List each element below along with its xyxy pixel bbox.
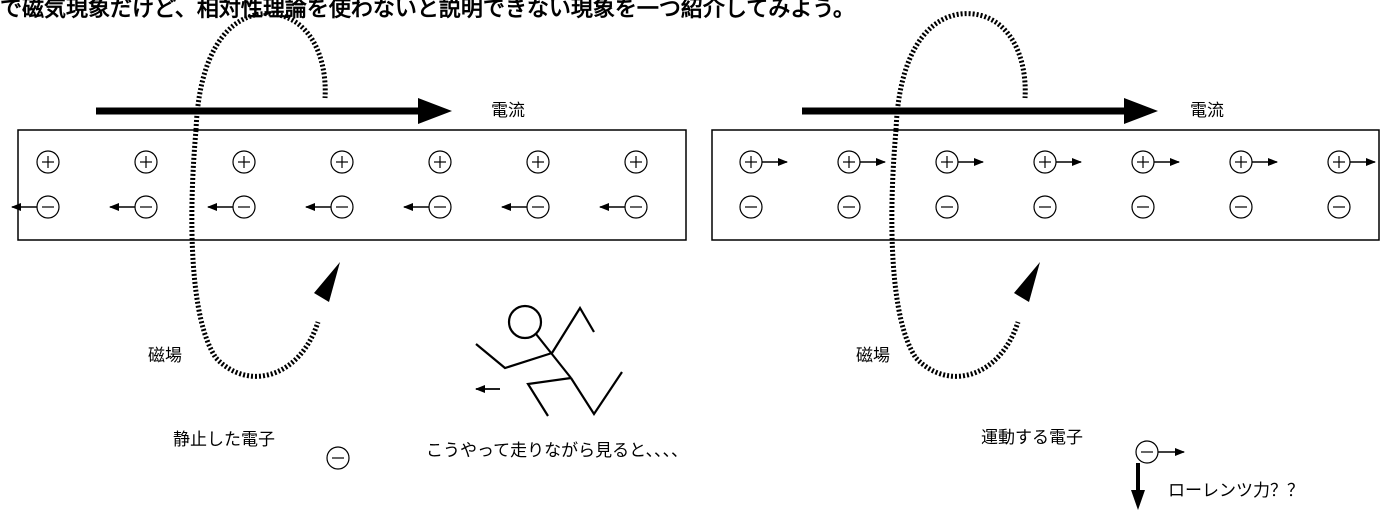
negative-charge [207,195,256,219]
right-panel [711,11,1380,379]
runner-head [507,304,543,340]
positive-charge [624,150,648,174]
left-current-label: 電流 [491,101,525,121]
charge-row [739,150,1376,219]
positive-charge [739,150,788,174]
positive-charge [1229,150,1278,174]
negative-charge [1131,195,1155,219]
wire-box [17,129,687,241]
charge-row [11,150,648,219]
positive-charge [232,150,256,174]
positive-charge [428,150,452,174]
negative-charge [1033,195,1057,219]
right-field-label: 磁場 [856,346,890,366]
left-panel [11,11,687,379]
negative-charge [599,195,648,219]
negative-charge [1327,195,1351,219]
lorentz-force-label: ローレンツ力？？ [1168,481,1304,501]
current-arrow-head [418,98,452,124]
positive-charge [1327,150,1376,174]
positive-charge [837,150,886,174]
magnetic-field-loop-front [889,129,1021,379]
negative-charge [11,195,60,219]
positive-charge [36,150,60,174]
left-field-label: 磁場 [148,346,182,366]
moving-electron-symbol [1135,440,1185,464]
wire-box [711,129,1380,241]
positive-charge [1131,150,1180,174]
runner-back-leg [526,376,572,417]
negative-charge [935,195,959,219]
runner-body [535,333,572,379]
lorentz-force-arrow [1131,463,1145,510]
positive-charge [330,150,354,174]
magnetic-field-loop-front [189,129,321,379]
negative-charge [837,195,861,219]
positive-charge [134,150,158,174]
negative-charge [109,195,158,219]
magnetic-field-arrow-head [1014,262,1040,302]
negative-charge [739,195,763,219]
runner-front-arm [551,305,595,354]
positive-charge [526,150,550,174]
running-person-figure [475,304,623,417]
negative-charge [305,195,354,219]
diagram-heading: で磁気現象だけど、相対性理論を使わないと説明できない現象を一つ紹介してみよう。 [0,0,855,22]
right-current-label: 電流 [1190,101,1224,121]
runner-front-leg [570,371,623,417]
current-arrow-head [1124,98,1158,124]
negative-charge [403,195,452,219]
positive-charge [1033,150,1082,174]
runner-back-arm [475,343,553,370]
runner-caption: こうやって走りながら見ると、、、、 [426,441,688,461]
positive-charge [935,150,984,174]
negative-charge [501,195,550,219]
stationary-electron-symbol [326,446,350,470]
magnetic-field-arrow-head [314,262,340,302]
negative-charge [1229,195,1253,219]
right-caption: 運動する電子 [981,428,1083,448]
left-caption: 静止した電子 [173,430,275,450]
